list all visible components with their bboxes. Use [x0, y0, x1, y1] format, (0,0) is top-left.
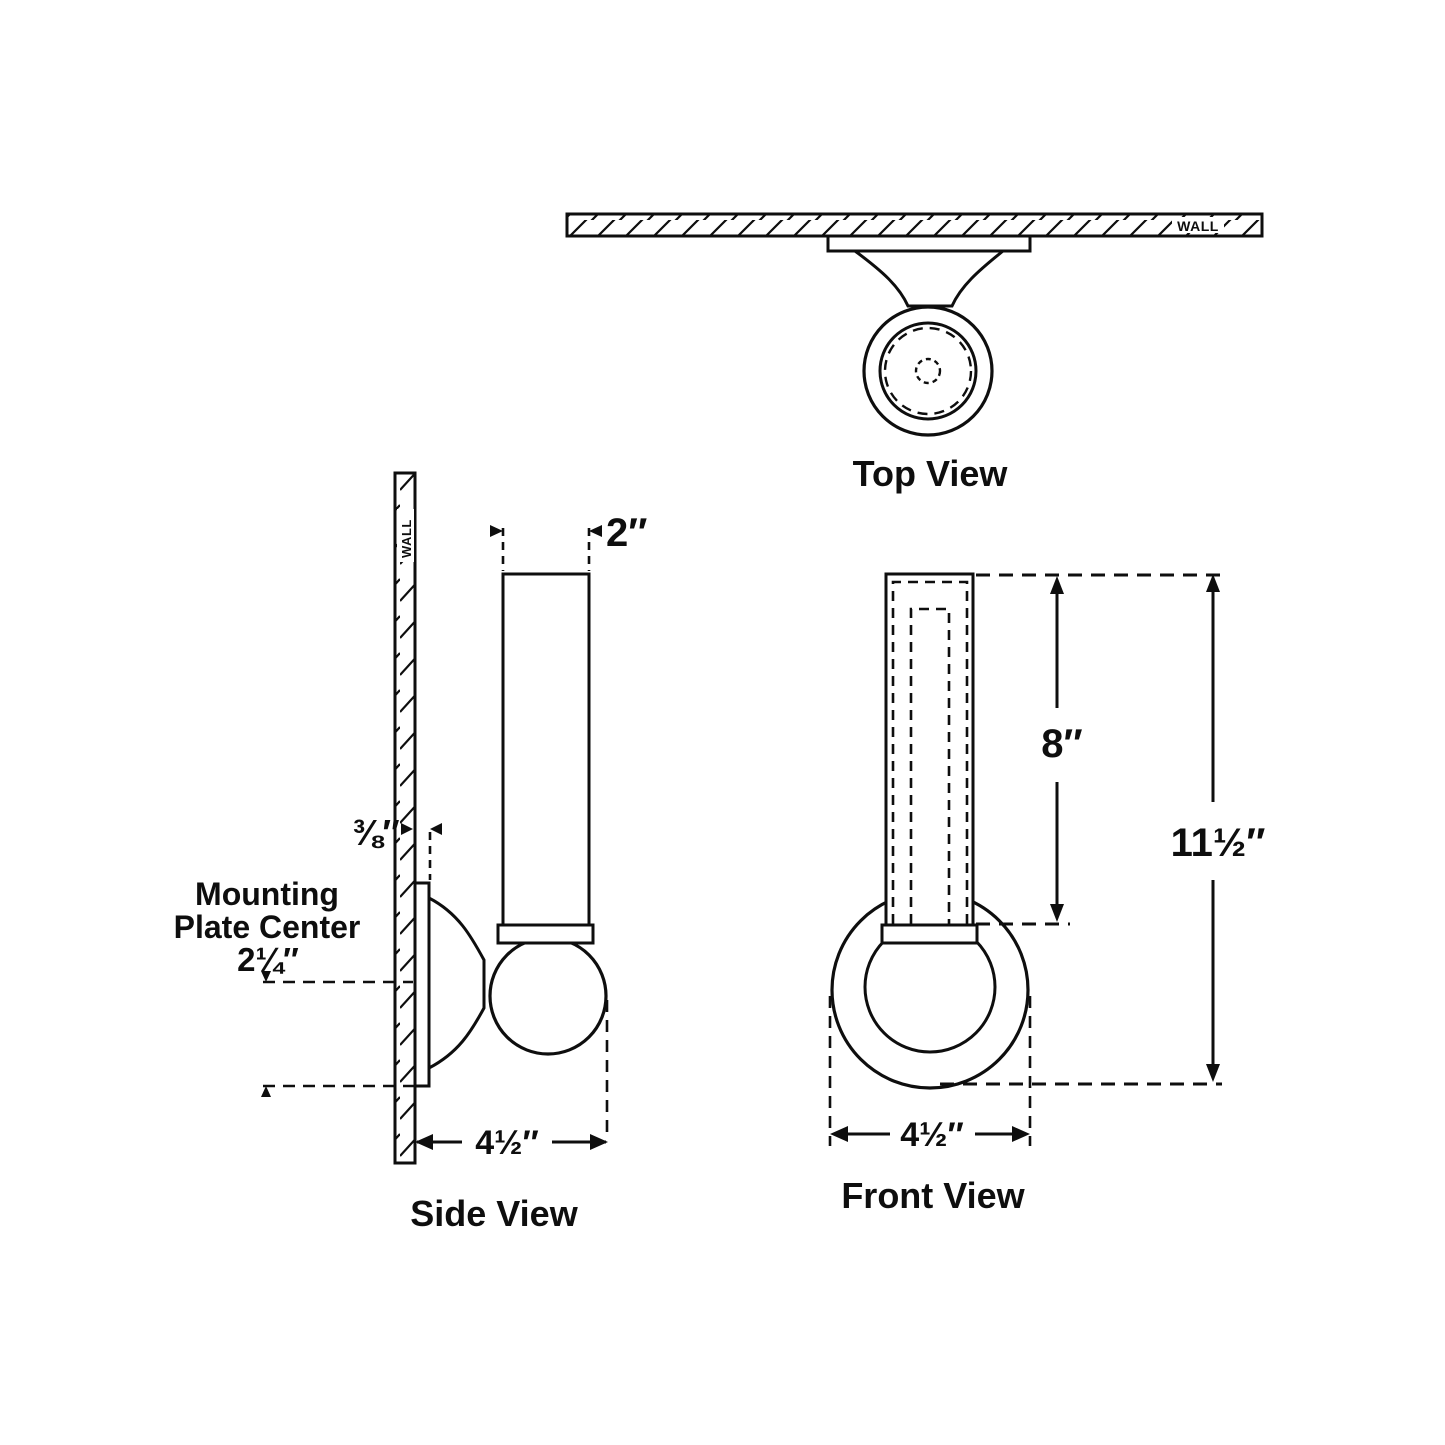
dim-overall-height: 11½″ [1171, 821, 1266, 865]
top-view-label: Top View [853, 453, 1009, 494]
wall-section-top [565, 212, 1264, 238]
dim-depth: 4½″ [475, 1124, 539, 1162]
socket-hidden-edge-front-view [909, 607, 951, 924]
arrowhead [589, 525, 602, 537]
socket-hidden-edge-top-view [914, 357, 942, 385]
ring-outer-top-view [862, 305, 994, 437]
arrowhead [261, 1086, 271, 1097]
note-plate-center: Plate Center [174, 909, 361, 945]
glass-hidden-edge-front-view [891, 580, 969, 924]
ring-inner-top-view [878, 321, 978, 421]
glass-tube-front-view [884, 572, 975, 927]
arrowhead [1050, 576, 1064, 594]
arrowhead [1206, 574, 1220, 592]
arrowhead [401, 823, 413, 835]
dim-tube-diameter: 2″ [606, 511, 647, 555]
arrowhead [261, 971, 271, 982]
wall-label-top: WALL [1177, 218, 1219, 234]
arrowhead [490, 525, 503, 537]
arrowhead [415, 1134, 433, 1150]
wall-label-side: WALL [399, 519, 414, 558]
mounting-plate-side-view [413, 881, 431, 1088]
wall-section-side [393, 471, 417, 1165]
dim-width: 4½″ [900, 1116, 964, 1154]
bracket-arm-side-view [428, 896, 486, 1070]
dim-plate-thickness: ⅜″ [352, 812, 399, 853]
side-view-label: Side View [410, 1193, 578, 1234]
note-mounting: Mounting [195, 876, 339, 912]
top-view: WALL Top View [565, 212, 1264, 494]
front-view-label: Front View [841, 1175, 1025, 1216]
arrowhead [1050, 904, 1064, 922]
collar-side-view [496, 923, 595, 945]
wall-label-backing-side [397, 509, 414, 562]
mounting-plate-top-view [826, 234, 1032, 253]
bracket-arm-top-view [854, 249, 1004, 308]
arrowhead [830, 1126, 848, 1142]
dim-glass-height: 8″ [1041, 722, 1082, 766]
collar-front-view [880, 923, 979, 945]
wall-label-backing [1172, 217, 1224, 233]
arrowhead [430, 823, 442, 835]
arrowhead [590, 1134, 608, 1150]
globe-side-view [488, 936, 608, 1056]
arrowhead [1206, 1064, 1220, 1082]
globe-hidden-edge-top-view [883, 326, 973, 416]
front-view: 8″ 11½″ 4½″ Front View [828, 572, 1266, 1216]
side-view: WALL 2″ ⅜″ Mounting Plate Center 2¼″ 4½″ [174, 471, 647, 1234]
arrowhead [1012, 1126, 1030, 1142]
glass-tube-side-view [501, 572, 591, 927]
